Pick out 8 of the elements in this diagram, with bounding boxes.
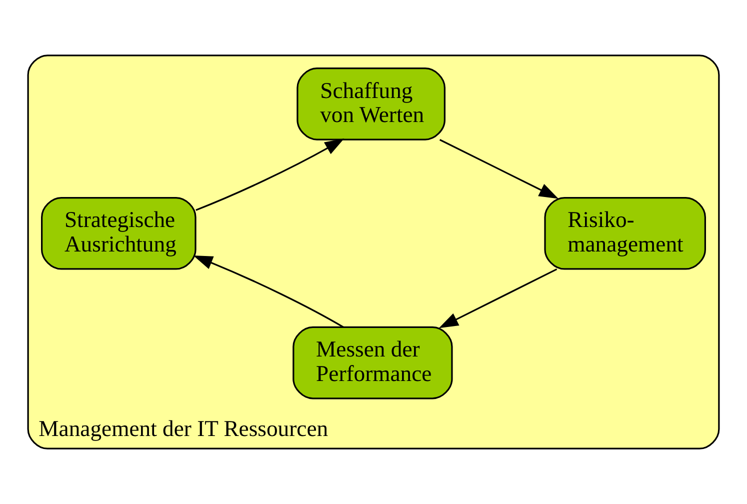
arrow <box>439 139 558 199</box>
arrow <box>193 256 344 328</box>
arrow <box>438 268 558 328</box>
node-box: Strategische Ausrichtung <box>41 197 196 270</box>
arrow <box>196 138 344 211</box>
node-box: Schaffung von Werten <box>296 68 446 140</box>
node-box: Messen der Performance <box>292 326 453 400</box>
node-box: Risiko- management <box>544 197 706 270</box>
